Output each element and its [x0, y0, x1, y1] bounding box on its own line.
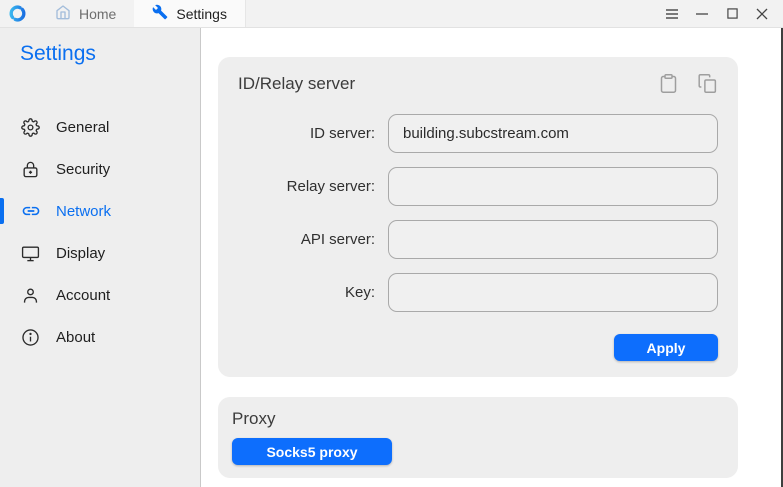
key-row: Key: — [238, 273, 718, 312]
home-icon — [55, 4, 71, 23]
close-icon — [756, 8, 768, 19]
active-indicator — [0, 198, 4, 224]
id-server-row: ID server: — [238, 114, 718, 153]
copy-icon[interactable] — [697, 73, 718, 94]
paste-icon[interactable] — [658, 73, 679, 94]
maximize-icon — [726, 8, 738, 19]
titlebar: Home Settings — [0, 0, 783, 28]
window-body: Settings General — [0, 28, 783, 487]
id-relay-server-card: ID/Relay server — [218, 57, 738, 377]
sidebar-item-label: Account — [56, 286, 111, 304]
gear-icon — [21, 117, 41, 137]
card-header: ID/Relay server — [238, 73, 718, 94]
api-server-input[interactable] — [388, 220, 718, 259]
sidebar-item-account[interactable]: Account — [0, 274, 200, 316]
minimize-button[interactable] — [687, 0, 717, 28]
minimize-icon — [696, 12, 708, 15]
tab-settings[interactable]: Settings — [134, 0, 246, 27]
link-icon — [21, 201, 41, 221]
sidebar-item-security[interactable]: Security — [0, 148, 200, 190]
wrench-icon — [152, 4, 168, 23]
window-controls — [657, 0, 783, 27]
menu-button[interactable] — [657, 0, 687, 28]
tab-settings-label: Settings — [176, 5, 227, 22]
sidebar-item-label: Display — [56, 244, 106, 262]
tab-home-label: Home — [79, 5, 117, 22]
tab-home[interactable]: Home — [37, 0, 134, 27]
id-server-label: ID server: — [309, 125, 375, 142]
menu-icon — [666, 8, 678, 19]
sidebar-item-network[interactable]: Network — [0, 190, 200, 232]
apply-row: Apply — [238, 334, 718, 361]
person-icon — [21, 285, 41, 305]
info-icon — [21, 327, 41, 347]
lock-icon — [21, 159, 41, 179]
app-logo-icon — [9, 5, 26, 22]
relay-server-label: Relay server: — [286, 178, 375, 195]
sidebar-item-general[interactable]: General — [0, 106, 200, 148]
sidebar-nav: General Security — [0, 106, 200, 358]
sidebar-item-display[interactable]: Display — [0, 232, 200, 274]
sidebar-item-label: General — [56, 118, 110, 136]
sidebar-title: Settings — [20, 42, 96, 65]
card-header-icons — [658, 73, 718, 94]
app-logo — [0, 0, 37, 27]
proxy-title: Proxy — [232, 409, 276, 428]
sidebar-item-about[interactable]: About — [0, 316, 200, 358]
sidebar-item-label: Network — [56, 202, 112, 220]
relay-server-input[interactable] — [388, 167, 718, 206]
relay-server-row: Relay server: — [238, 167, 718, 206]
close-button[interactable] — [747, 0, 777, 28]
monitor-icon — [21, 243, 41, 263]
sidebar-item-label: About — [56, 328, 96, 346]
titlebar-drag-area — [246, 0, 657, 27]
maximize-button[interactable] — [717, 0, 747, 28]
key-input[interactable] — [388, 273, 718, 312]
api-server-row: API server: — [238, 220, 718, 259]
proxy-card: Proxy Socks5 proxy — [218, 397, 738, 478]
window-edge — [781, 28, 783, 487]
card-title: ID/Relay server — [238, 73, 356, 93]
id-server-input[interactable] — [388, 114, 718, 153]
api-server-label: API server: — [300, 231, 375, 248]
settings-sidebar: Settings General — [0, 28, 201, 487]
socks5-proxy-button[interactable]: Socks5 proxy — [232, 438, 392, 465]
settings-content: ID/Relay server — [201, 28, 783, 487]
apply-button[interactable]: Apply — [614, 334, 718, 361]
sidebar-item-label: Security — [56, 160, 111, 178]
key-label: Key: — [344, 284, 375, 301]
